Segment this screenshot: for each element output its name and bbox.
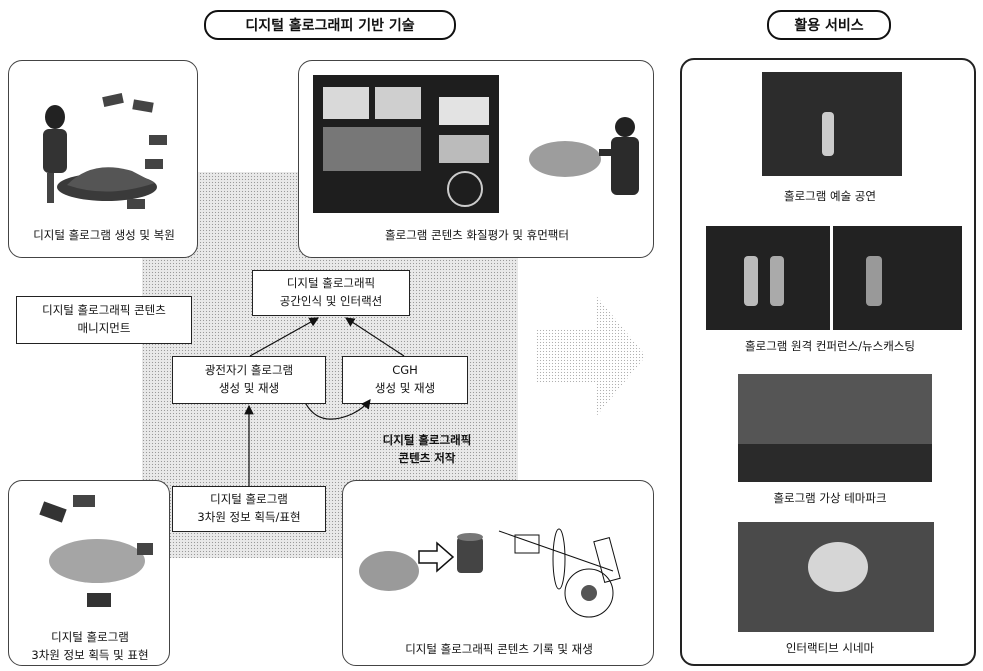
content-production-label: 디지털 홀로그래픽 콘텐츠 저작 xyxy=(370,430,484,470)
arrow-cgh-to-interaction xyxy=(344,317,405,357)
cinema-light xyxy=(808,542,868,592)
optical-hologram-box: 광전자기 홀로그램 생성 및 재생 xyxy=(172,356,326,404)
service-image-art-performance xyxy=(762,72,902,176)
arrow-curve-optical-to-cgh xyxy=(305,399,371,420)
optical-line1: 광전자기 홀로그램 xyxy=(204,363,294,378)
acquire-caption-line1: 디지털 홀로그램 xyxy=(51,630,129,644)
management-box: 디지털 홀로그래픽 콘텐츠 매니지먼트 xyxy=(16,296,192,344)
quality-eval-caption: 홀로그램 콘텐츠 화질평가 및 휴먼팩터 xyxy=(385,228,569,242)
service-caption-cinema: 인터랙티브 시네마 xyxy=(785,641,875,655)
theme-park-crowd xyxy=(738,444,932,482)
service-caption-theme-park: 홀로그램 가상 테마파크 xyxy=(773,491,887,505)
record-playback-caption: 디지털 홀로그래픽 콘텐츠 기록 및 재생 xyxy=(405,642,593,656)
acquire-box-line2: 3차원 정보 획득/표현 xyxy=(197,510,301,524)
record-playback-graphic xyxy=(359,528,621,618)
panel-quality-evaluation: 홀로그램 콘텐츠 화질평가 및 휴먼팩터 xyxy=(298,60,654,258)
acquire-caption-line2: 3차원 정보 획득 및 표현 xyxy=(31,648,149,662)
screen-gauge xyxy=(447,171,483,207)
left-section-title: 디지털 홀로그래피 기반 기술 xyxy=(204,10,456,40)
service-caption-art-performance: 홀로그램 예술 공연 xyxy=(784,189,876,203)
screen-pane xyxy=(323,127,421,171)
production-line1: 디지털 홀로그래픽 xyxy=(382,433,472,448)
performer-figure xyxy=(822,112,834,156)
conference-figure xyxy=(770,256,784,306)
panel-record-playback: 디지털 홀로그래픽 콘텐츠 기록 및 재생 xyxy=(342,480,654,666)
newscast-figure xyxy=(866,256,882,306)
conference-divider xyxy=(830,226,833,330)
cameras-object-illustration xyxy=(27,493,157,613)
presenter-graphic xyxy=(529,117,639,195)
person-car-graphic xyxy=(43,93,167,209)
panel-generation-restoration: 디지털 홀로그램 생성 및 복원 xyxy=(8,60,198,258)
screen-pane xyxy=(375,87,421,119)
interaction-line1: 디지털 홀로그래픽 xyxy=(286,276,376,291)
production-line2: 콘텐츠 저작 xyxy=(398,451,456,465)
presenter-illustration xyxy=(515,81,645,221)
management-line1: 디지털 홀로그래픽 콘텐츠 xyxy=(42,303,166,318)
acquire-box-line1: 디지털 홀로그램 xyxy=(210,492,288,507)
screen-pane xyxy=(323,87,369,119)
service-image-theme-park xyxy=(738,374,932,482)
service-caption-conference: 홀로그램 원격 컨퍼런스/뉴스캐스팅 xyxy=(745,339,915,353)
monitor-screen-image xyxy=(313,75,499,213)
right-section-title: 활용 서비스 xyxy=(767,10,891,40)
acquisition-box: 디지털 홀로그램 3차원 정보 획득/표현 xyxy=(172,486,326,532)
service-image-cinema xyxy=(738,522,934,632)
cgh-box: CGH 생성 및 재생 xyxy=(342,356,468,404)
interaction-line2: 공간인식 및 인터랙션 xyxy=(279,294,383,308)
service-image-conference xyxy=(706,226,962,330)
cgh-line2: 생성 및 재생 xyxy=(374,381,436,395)
person-car-illustration xyxy=(37,87,177,217)
screen-pane xyxy=(439,135,489,163)
conference-figure xyxy=(744,256,758,306)
optical-line2: 생성 및 재생 xyxy=(218,381,280,395)
arrow-optical-to-interaction xyxy=(249,317,320,357)
gen-restore-caption: 디지털 홀로그램 생성 및 복원 xyxy=(33,228,175,242)
cgh-line1: CGH xyxy=(392,363,418,378)
management-line2: 매니지먼트 xyxy=(77,321,131,335)
interaction-box: 디지털 홀로그래픽 공간인식 및 인터랙션 xyxy=(252,270,410,316)
record-playback-illustration xyxy=(353,491,645,631)
cameras-object-graphic xyxy=(39,495,153,607)
services-panel: 홀로그램 예술 공연 홀로그램 원격 컨퍼런스/뉴스캐스팅 홀로그램 가상 테마… xyxy=(680,58,976,666)
panel-3d-acquisition: 디지털 홀로그램 3차원 정보 획득 및 표현 xyxy=(8,480,170,666)
screen-pane xyxy=(439,97,489,125)
